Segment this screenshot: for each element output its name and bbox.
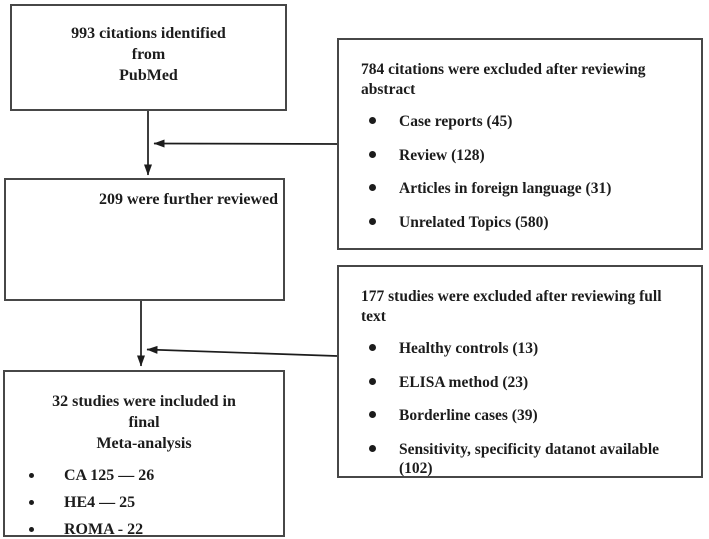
list-item: Healthy controls (13) xyxy=(361,339,687,359)
excluded-abstract-heading: 784 citations were excluded after review… xyxy=(361,61,646,98)
box-excluded-abstract: 784 citations were excluded after review… xyxy=(337,38,703,250)
box-excluded-fulltext: 177 studies were excluded after reviewin… xyxy=(337,265,703,478)
bullet-icon xyxy=(369,411,376,418)
included-line-3: Meta-analysis xyxy=(96,435,192,452)
bullet-icon xyxy=(369,117,376,124)
bullet-icon xyxy=(369,217,376,225)
list-item-label: Review (128) xyxy=(399,146,485,164)
reviewed-text: 209 were further reviewed xyxy=(98,191,278,208)
bullet-icon xyxy=(369,184,376,191)
bullet-icon xyxy=(29,473,34,478)
bullet-icon xyxy=(369,150,376,158)
list-item: Review (128) xyxy=(361,146,687,166)
included-bullet-list: CA 125 — 26 HE4 — 25 ROMA - 22 xyxy=(5,465,283,539)
list-item: Unrelated Topics (580) xyxy=(361,213,687,233)
list-item-label: Articles in foreign language (31) xyxy=(399,180,612,197)
identified-line-2: from xyxy=(131,46,166,63)
bullet-icon xyxy=(369,377,376,385)
bullet-icon xyxy=(369,444,376,452)
list-item-label: ROMA - 22 xyxy=(64,521,144,538)
bullet-icon xyxy=(369,344,376,351)
list-item-label: Case reports (45) xyxy=(399,113,513,130)
list-item-label: HE4 — 25 xyxy=(64,494,136,511)
excluded-abstract-bullet-list: Case reports (45) Review (128) Articles … xyxy=(361,112,687,232)
excluded-fulltext-bullet-list: Healthy controls (13) ELISA method (23) … xyxy=(361,339,687,479)
list-item-label: Healthy controls (13) xyxy=(399,340,539,357)
list-item: HE4 — 25 xyxy=(5,492,283,513)
arrow-excluded-abstract xyxy=(153,139,338,148)
list-item: ELISA method (23) xyxy=(361,373,687,393)
list-item: Articles in foreign language (31) xyxy=(361,179,687,199)
list-item-label: ELISA method (23) xyxy=(399,373,529,391)
identified-line-3: PubMed xyxy=(119,67,178,84)
box-citations-identified: 993 citations identified from PubMed xyxy=(10,4,287,111)
list-item: Case reports (45) xyxy=(361,112,687,132)
identified-line-1: 993 citations identified xyxy=(71,25,226,42)
list-item: CA 125 — 26 xyxy=(5,465,283,486)
list-item: ROMA - 22 xyxy=(5,519,283,539)
included-line-1: 32 studies were included in xyxy=(52,393,236,410)
list-item-label: Unrelated Topics (580) xyxy=(399,213,549,231)
box-included-final: 32 studies were included in final Meta-a… xyxy=(3,370,285,539)
list-item: Sensitivity, specificity datanot availab… xyxy=(361,440,687,479)
list-item-label: CA 125 — 26 xyxy=(64,467,155,484)
arrow-excluded-fulltext xyxy=(146,345,338,357)
list-item-label: Sensitivity, specificity datanot availab… xyxy=(399,440,660,478)
list-item-label: Borderline cases (39) xyxy=(399,407,538,424)
excluded-fulltext-heading: 177 studies were excluded after reviewin… xyxy=(361,288,662,325)
included-title: 32 studies were included in final Meta-a… xyxy=(5,391,283,454)
bullet-icon xyxy=(29,527,34,532)
box-further-reviewed: 209 were further reviewed xyxy=(4,178,285,301)
list-item: Borderline cases (39) xyxy=(361,406,687,426)
included-line-2: final xyxy=(128,414,160,431)
bullet-icon xyxy=(29,500,34,505)
